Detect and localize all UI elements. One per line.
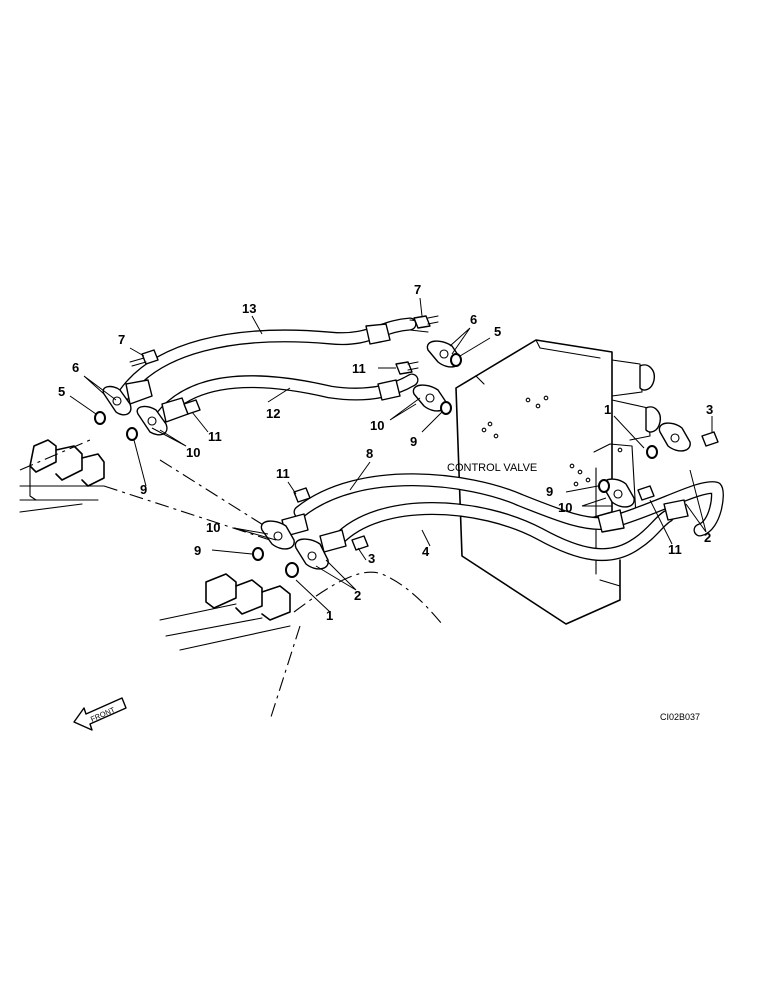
front-arrow-icon: FRONT [73,697,127,731]
callout-5: 5 [494,324,501,339]
control-valve-label: CONTROL VALVE [447,462,537,474]
callout-11: 11 [208,429,222,444]
callout-10: 10 [206,520,220,535]
callout-1: 1 [604,402,611,417]
o-rings [94,353,658,578]
bolts [129,315,719,551]
callout-11: 11 [668,542,682,557]
left-pump-block [19,439,271,541]
callout-3: 3 [368,551,375,566]
callout-4: 4 [422,544,430,559]
callout-13: 13 [242,301,256,316]
callout-10: 10 [558,500,572,515]
callout-9: 9 [410,434,417,449]
callout-11: 11 [352,361,366,376]
callout-6: 6 [470,312,477,327]
callout-5: 5 [58,384,65,399]
callout-12: 12 [266,406,280,421]
callouts: 13 7 6 5 11 12 10 9 7 6 5 11 10 9 8 11 1… [58,282,713,623]
leader-lines [69,297,713,613]
hose-4 [331,502,675,562]
callout-9: 9 [194,543,201,558]
callout-1: 1 [326,608,333,623]
callout-9: 9 [546,484,553,499]
callout-10: 10 [370,418,384,433]
flanges [102,340,691,570]
callout-11: 11 [276,466,290,481]
lower-manifold [159,571,443,721]
callout-9: 9 [140,482,147,497]
callout-6: 6 [72,360,79,375]
hose-8 [293,473,724,537]
callout-2: 2 [704,530,711,545]
drawing-code: CI02B037 [660,712,700,722]
callout-2: 2 [354,588,361,603]
callout-8: 8 [366,446,373,461]
control-valve-body [455,339,661,625]
callout-7: 7 [118,332,125,347]
callout-7: 7 [414,282,421,297]
callout-10: 10 [186,445,200,460]
callout-3: 3 [706,402,713,417]
